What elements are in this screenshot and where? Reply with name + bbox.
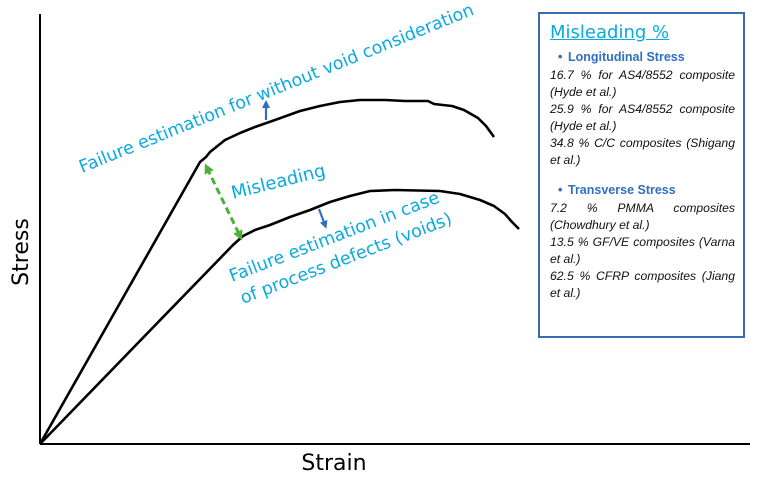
longitudinal-entry: 16.7 % for AS4/8552 composite (Hyde et a…: [550, 68, 735, 99]
lower-shift-arrow: [317, 208, 328, 229]
longitudinal-heading: •Longitudinal Stress: [550, 49, 735, 65]
lower-stress-curve: [39, 188, 520, 445]
upper-stress-curve: [38, 98, 496, 445]
bullet-icon: •: [558, 183, 563, 197]
misleading-arrow: [204, 163, 243, 241]
upper-curve-label: Failure estimation for without void cons…: [76, 0, 477, 177]
bullet-icon: •: [558, 50, 563, 64]
misleading-percent-box: Misleading % •Longitudinal Stress 16.7 %…: [538, 12, 745, 338]
longitudinal-entry: 34.8 % C/C composites (Shigang et al.): [550, 136, 735, 167]
longitudinal-entry: 25.9 % for AS4/8552 composite (Hyde et a…: [550, 102, 735, 133]
misleading-label: Misleading: [229, 160, 328, 204]
transverse-entry: 62.5 % CFRP composites (Jiang et al.): [550, 269, 735, 300]
x-axis-label: Strain: [301, 451, 366, 476]
box-title: Misleading %: [550, 22, 670, 43]
transverse-entry: 7.2 % PMMA composites (Chowdhury et al.): [550, 201, 735, 232]
transverse-heading: •Transverse Stress: [550, 182, 735, 198]
transverse-entry: 13.5 % GF/VE composites (Varna et al.): [550, 235, 735, 266]
y-axis-label: Stress: [9, 218, 34, 286]
